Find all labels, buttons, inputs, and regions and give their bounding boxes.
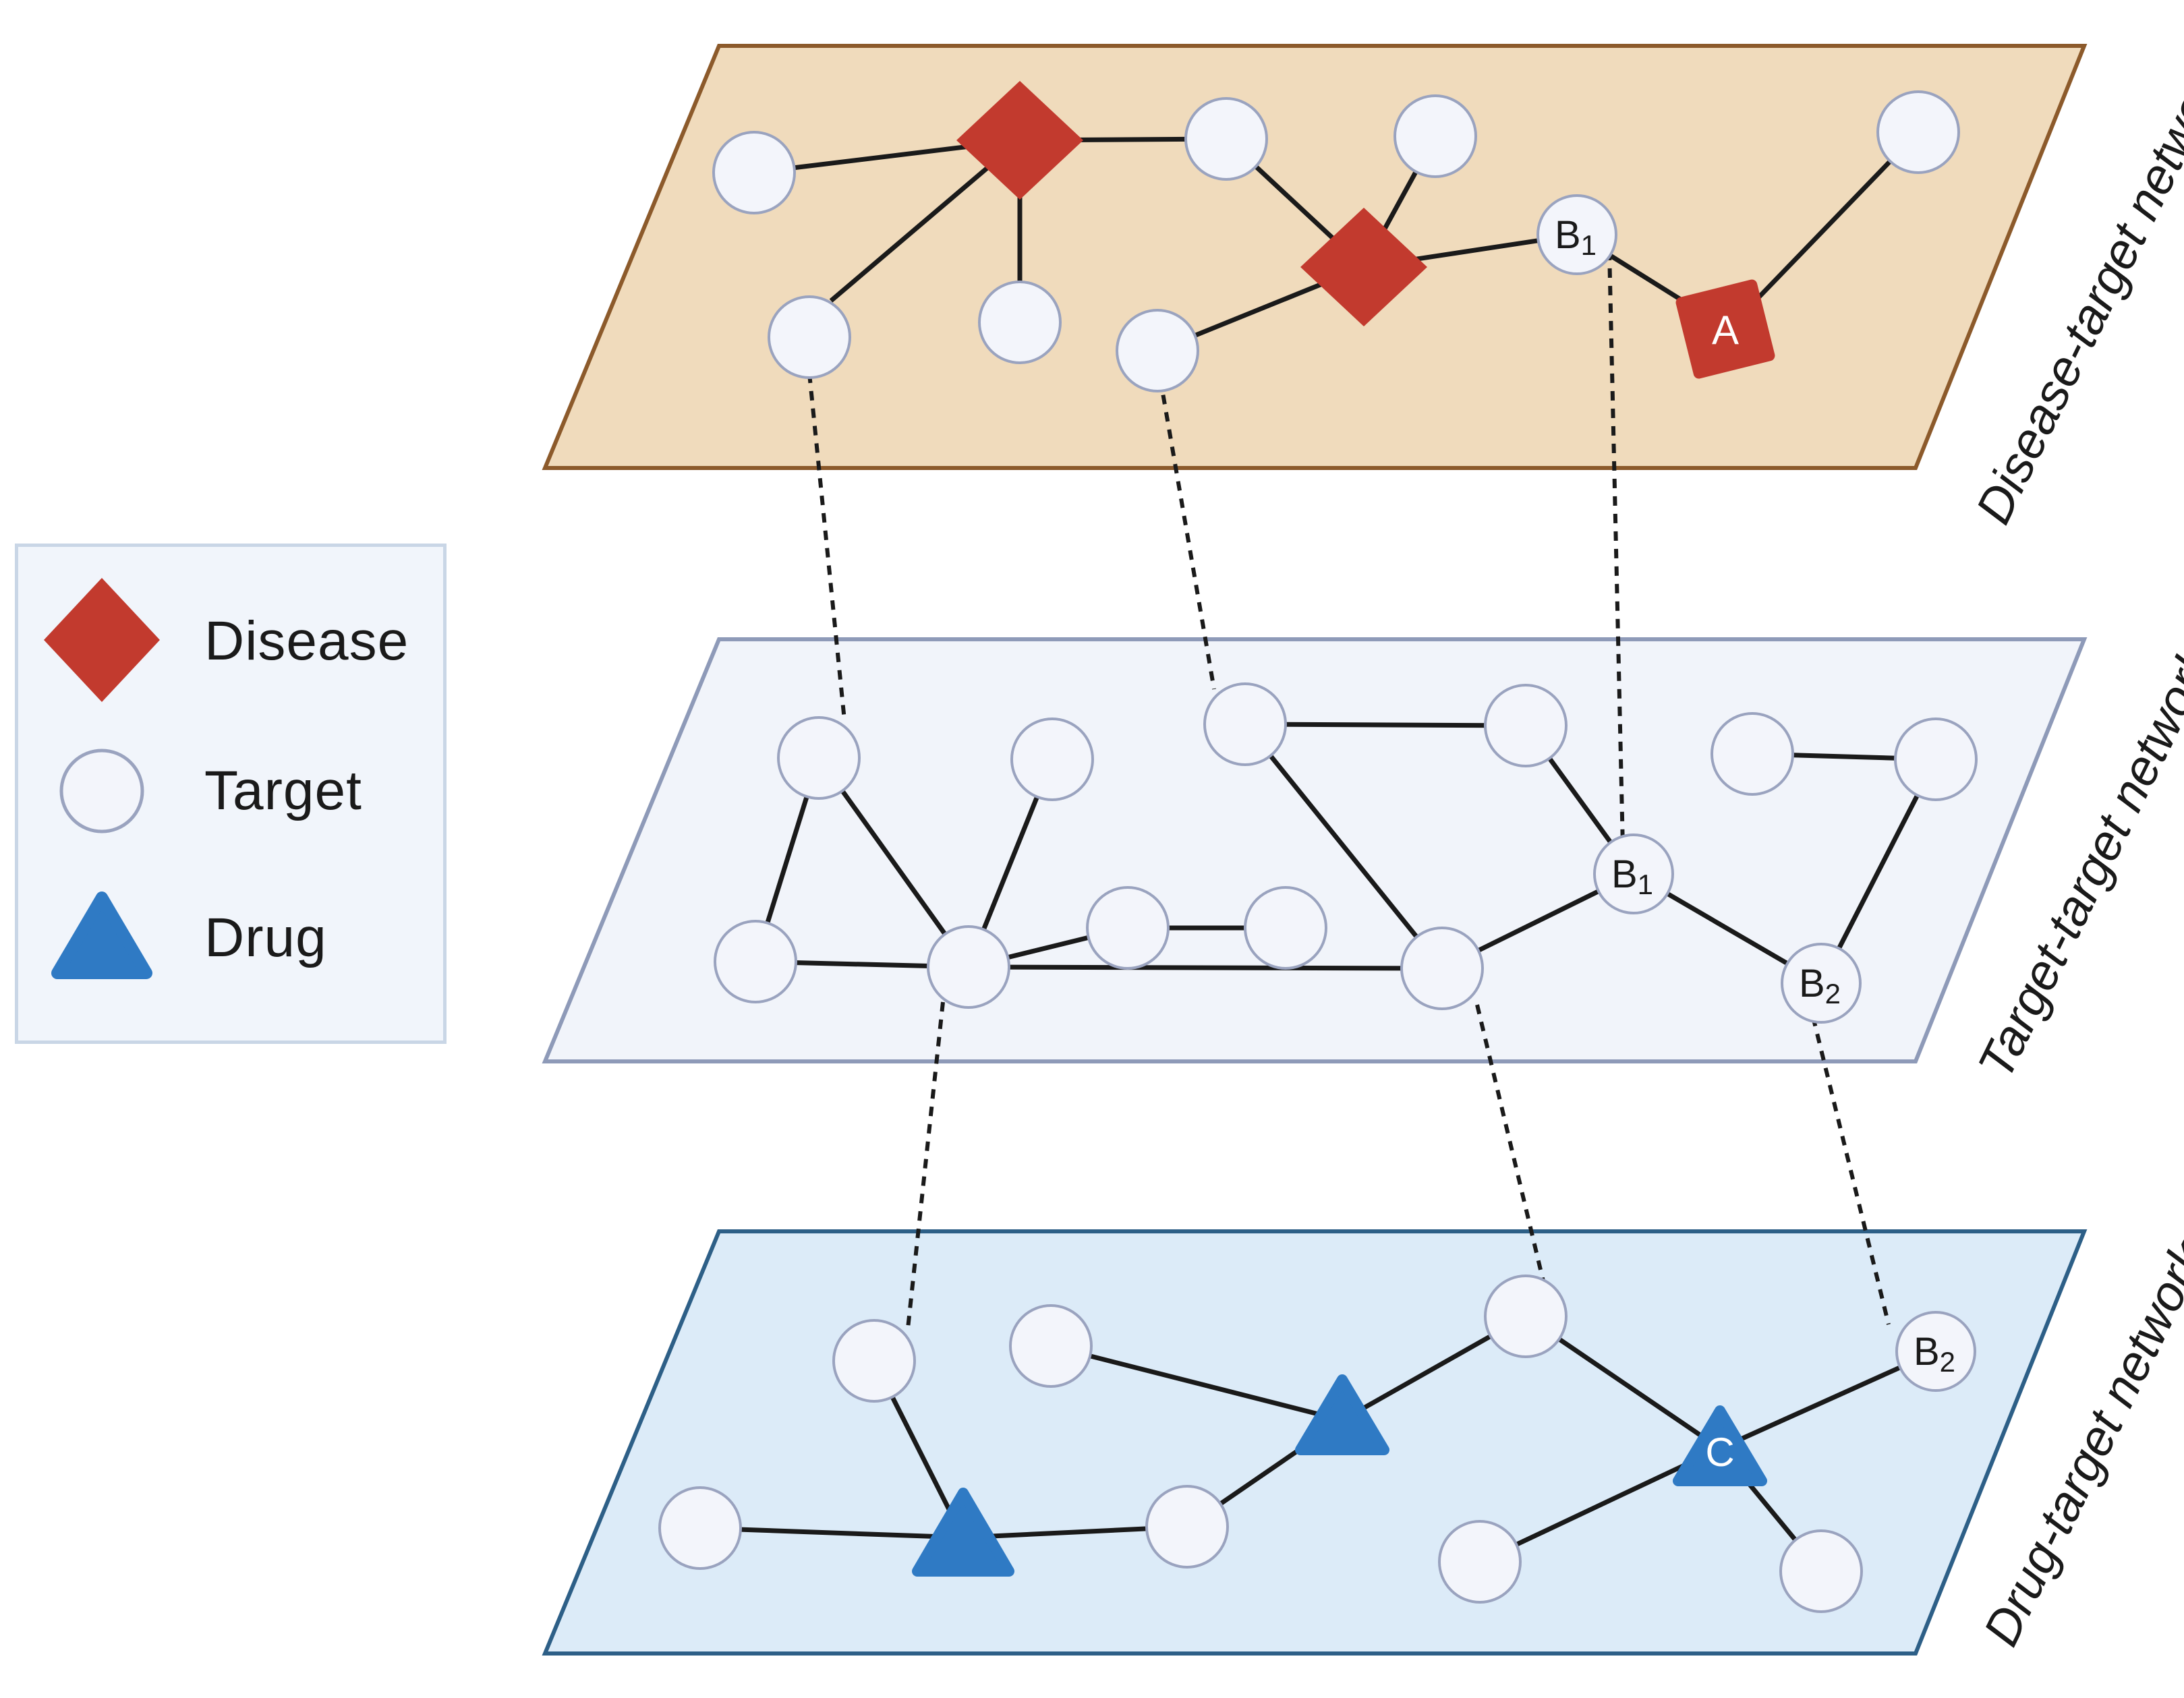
legend-label-target: Target — [204, 760, 362, 821]
dashed-link — [807, 373, 846, 721]
target-node — [832, 1319, 916, 1403]
target-node — [1116, 309, 1199, 392]
c-label: C — [1705, 1430, 1734, 1475]
target-node — [1145, 1485, 1229, 1569]
diamond-icon — [44, 578, 160, 702]
dashed-link — [906, 1001, 945, 1329]
circle-icon — [59, 749, 144, 833]
drug-node — [1295, 1374, 1389, 1455]
dashed-link — [1475, 1004, 1547, 1287]
target-node — [777, 716, 861, 800]
target-node — [714, 920, 797, 1003]
disease-node — [1300, 208, 1427, 326]
target-node — [1244, 886, 1327, 970]
drug-node — [912, 1488, 1014, 1577]
drug-node-c — [1673, 1405, 1767, 1486]
drug-layer-nodes: B2 C — [658, 1275, 1976, 1613]
disease-node-a-shape — [1675, 279, 1775, 379]
b2-label: B2 — [1914, 1330, 1955, 1378]
target-node — [768, 295, 851, 379]
disease-layer-nodes: B1 A — [712, 81, 1960, 392]
target-layer-nodes: B1 B2 — [714, 682, 1978, 1024]
legend-item-disease: Disease — [18, 574, 443, 709]
legend-label-disease: Disease — [204, 610, 409, 672]
legend-item-drug: Drug — [18, 871, 443, 1005]
target-node — [1711, 712, 1794, 796]
a-label: A — [1712, 308, 1739, 353]
disease-node — [956, 81, 1083, 200]
target-node — [1010, 718, 1094, 801]
target-node — [1438, 1520, 1522, 1604]
target-node-b2 — [1895, 1311, 1976, 1392]
target-node-b1 — [1593, 833, 1674, 914]
inter-layer-links — [807, 250, 1891, 1329]
target-node — [1009, 1304, 1093, 1388]
triangle-icon — [51, 891, 152, 979]
target-node — [1484, 1275, 1568, 1358]
b2-label: B2 — [1799, 962, 1841, 1009]
target-node — [1393, 94, 1477, 178]
target-node — [712, 131, 796, 214]
target-node — [1086, 886, 1170, 970]
target-node — [1184, 97, 1268, 181]
target-node — [927, 925, 1010, 1009]
target-node-b1 — [1536, 194, 1617, 275]
target-node — [1876, 90, 1960, 174]
target-node — [1203, 682, 1287, 766]
target-node-b2 — [1781, 943, 1862, 1024]
legend-label-drug: Drug — [204, 907, 327, 968]
target-node — [1400, 927, 1484, 1010]
dashed-link — [1607, 250, 1625, 848]
dashed-link — [1811, 1016, 1891, 1325]
target-node — [1894, 718, 1978, 801]
target-node — [658, 1486, 742, 1570]
b1-label: B1 — [1555, 213, 1597, 261]
dashed-link — [1158, 377, 1216, 690]
target-node — [1779, 1529, 1863, 1613]
legend-item-target: Target — [18, 724, 443, 858]
target-node — [978, 281, 1062, 364]
b1-label: B1 — [1611, 852, 1653, 900]
target-node — [1484, 684, 1568, 767]
legend: Disease Target Drug — [15, 544, 447, 1044]
